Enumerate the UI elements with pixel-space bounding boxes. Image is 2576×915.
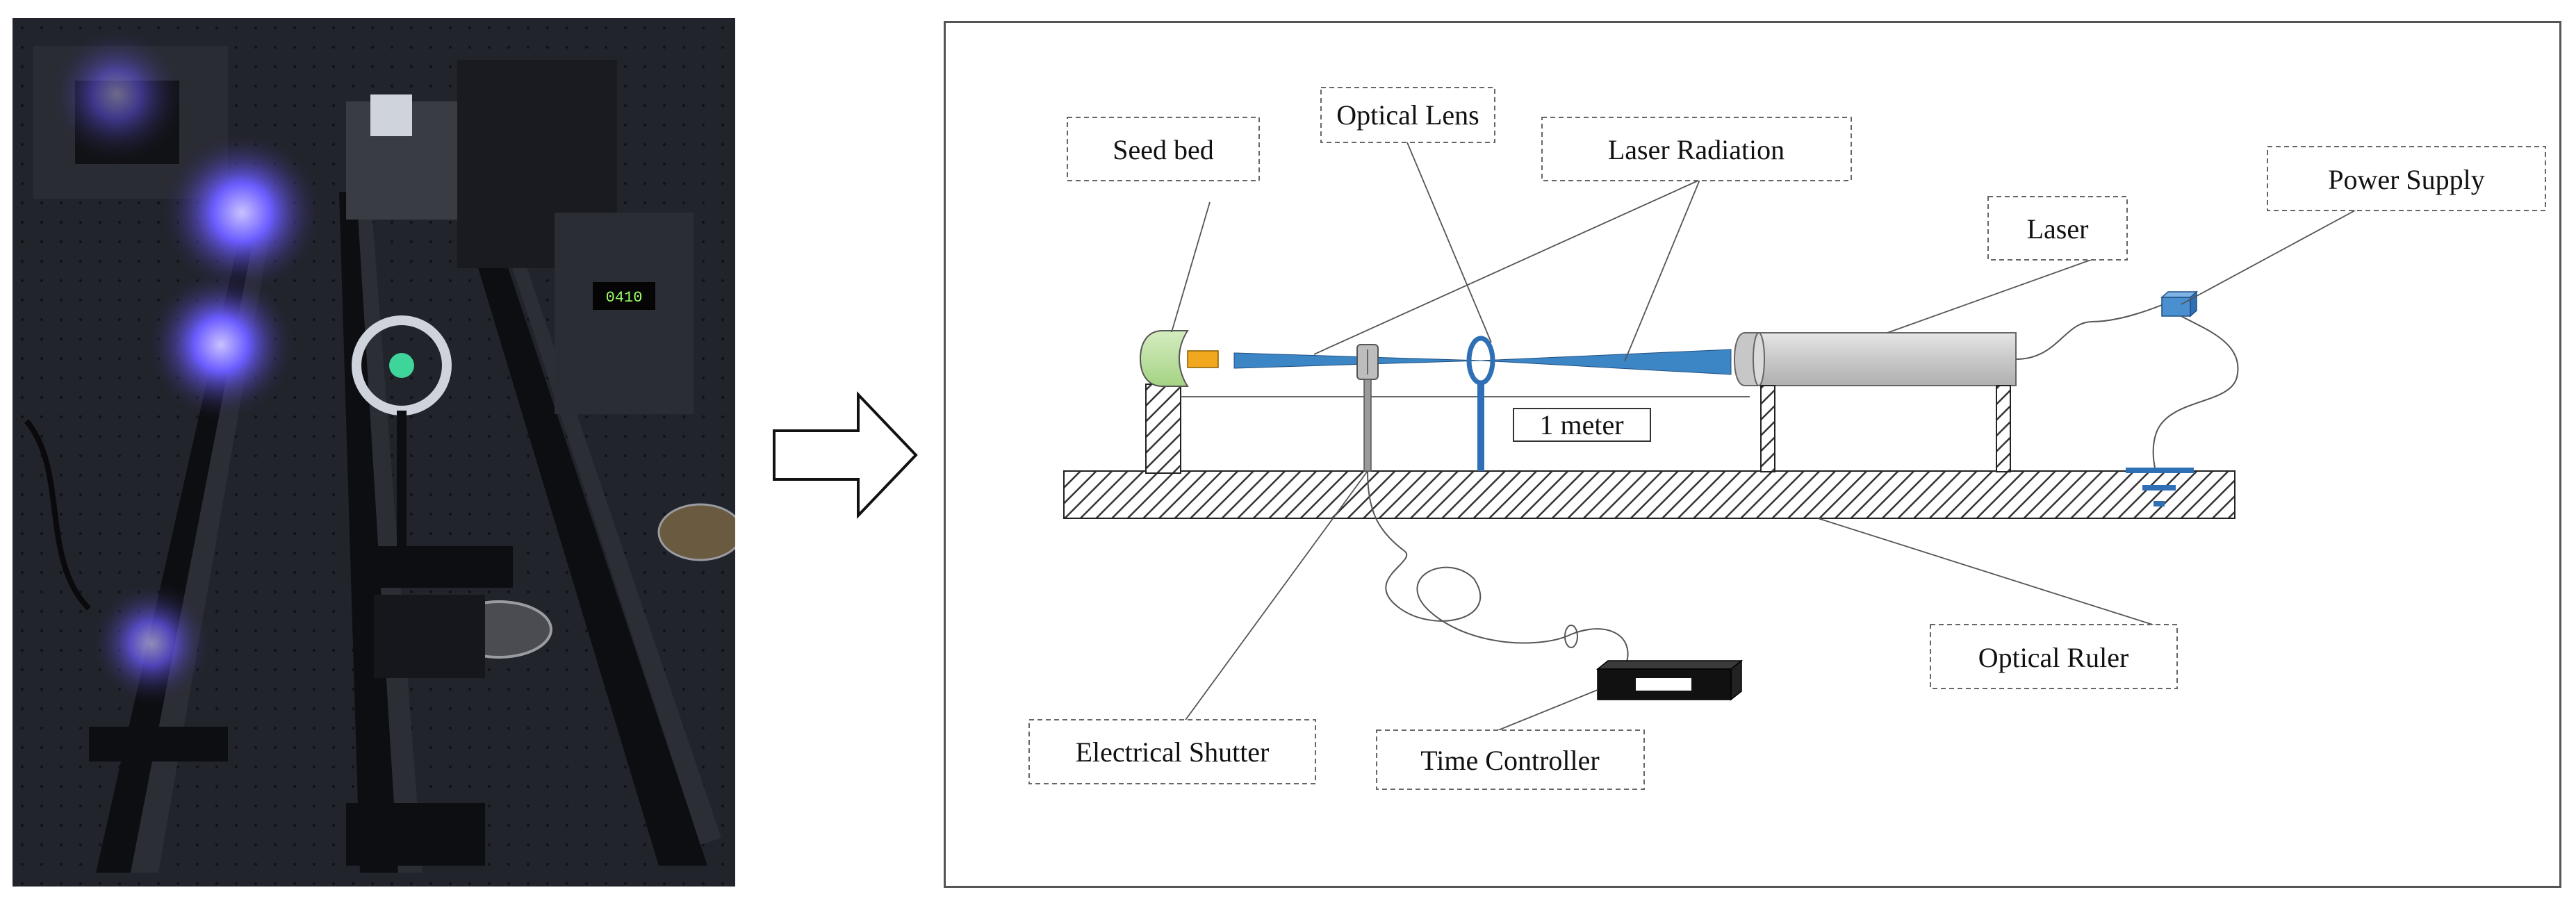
laser-beam-right	[1480, 349, 1732, 375]
distance-callout: 1 meter	[1513, 408, 1651, 442]
flow-arrow-icon	[771, 389, 921, 521]
laser-body	[1758, 332, 2017, 386]
schematic-diagram: Seed bed Optical Lens Laser Radiation Po…	[944, 21, 2561, 888]
optical-ruler-callout: Optical Ruler	[1930, 624, 2178, 689]
laser-radiation-leader-left	[1313, 179, 1700, 355]
laser-label: Laser	[2027, 213, 2089, 245]
photo-violet-glow	[89, 581, 214, 706]
photo-violet-glow	[47, 25, 186, 164]
laser-aperture-rim	[1753, 332, 1765, 386]
photo-display-reading: 0410	[606, 289, 643, 306]
electrical-shutter-callout: Electrical Shutter	[1028, 719, 1316, 784]
shutter-post	[1363, 379, 1372, 472]
laser-radiation-leader-right	[1624, 179, 1700, 362]
laser-radiation-label: Laser Radiation	[1608, 134, 1785, 165]
lens-post	[1477, 383, 1484, 471]
power-supply-label: Power Supply	[2328, 164, 2485, 195]
photo-violet-glow	[145, 268, 297, 421]
laser-radiation-callout: Laser Radiation	[1541, 117, 1852, 181]
time-controller-callout: Time Controller	[1376, 729, 1645, 790]
photo-controller-unit	[555, 213, 694, 414]
laser-stand-right	[1996, 385, 2011, 472]
time-controller-device	[1595, 659, 1744, 701]
power-supply-box	[2160, 290, 2198, 318]
seed-bed-leader	[1171, 201, 1211, 333]
ground-cable	[2152, 315, 2239, 468]
photo-lens	[389, 353, 414, 378]
photo-lens-post	[397, 411, 407, 550]
optical-ruler-label: Optical Ruler	[1978, 642, 2129, 673]
photo-rail-end	[346, 803, 485, 866]
power-supply-callout: Power Supply	[2267, 146, 2546, 211]
optical-ruler	[1063, 470, 2235, 519]
photo-rail-end	[89, 727, 228, 761]
cable-loop	[1564, 625, 1578, 648]
seed-sample	[1187, 350, 1219, 368]
seed-bed	[1139, 330, 1189, 387]
photo-stand	[353, 546, 513, 588]
photo-laser-cap	[370, 94, 412, 136]
power-cable	[2015, 304, 2163, 360]
photo-cable	[24, 419, 91, 611]
photo-seed-dish	[657, 503, 735, 561]
laser-leader	[1887, 259, 2092, 333]
electrical-shutter-label: Electrical Shutter	[1076, 736, 1270, 768]
power-supply-leader	[2181, 206, 2363, 305]
seed-bed-stand	[1145, 384, 1181, 474]
optical-lens-label: Optical Lens	[1336, 99, 1479, 131]
seed-bed-label: Seed bed	[1113, 134, 1214, 165]
optical-lens-callout: Optical Lens	[1320, 87, 1495, 143]
ground-icon	[2126, 468, 2194, 506]
laser-stand-left	[1760, 385, 1775, 472]
electrical-shutter-leader	[1181, 470, 1368, 725]
laser-aperture	[1733, 332, 1759, 386]
seed-bed-callout: Seed bed	[1067, 117, 1260, 181]
time-controller-label: Time Controller	[1420, 745, 1599, 776]
photo-violet-glow	[158, 129, 325, 296]
laser-callout: Laser	[1987, 196, 2128, 261]
photo-display	[593, 282, 655, 310]
optical-lens-leader	[1406, 142, 1492, 343]
lab-setup-photo: 0410	[13, 18, 735, 887]
optical-ruler-leader	[1817, 518, 2173, 632]
distance-label: 1 meter	[1539, 409, 1623, 440]
photo-stand-base	[374, 595, 485, 678]
time-controller-leader	[1494, 689, 1598, 732]
